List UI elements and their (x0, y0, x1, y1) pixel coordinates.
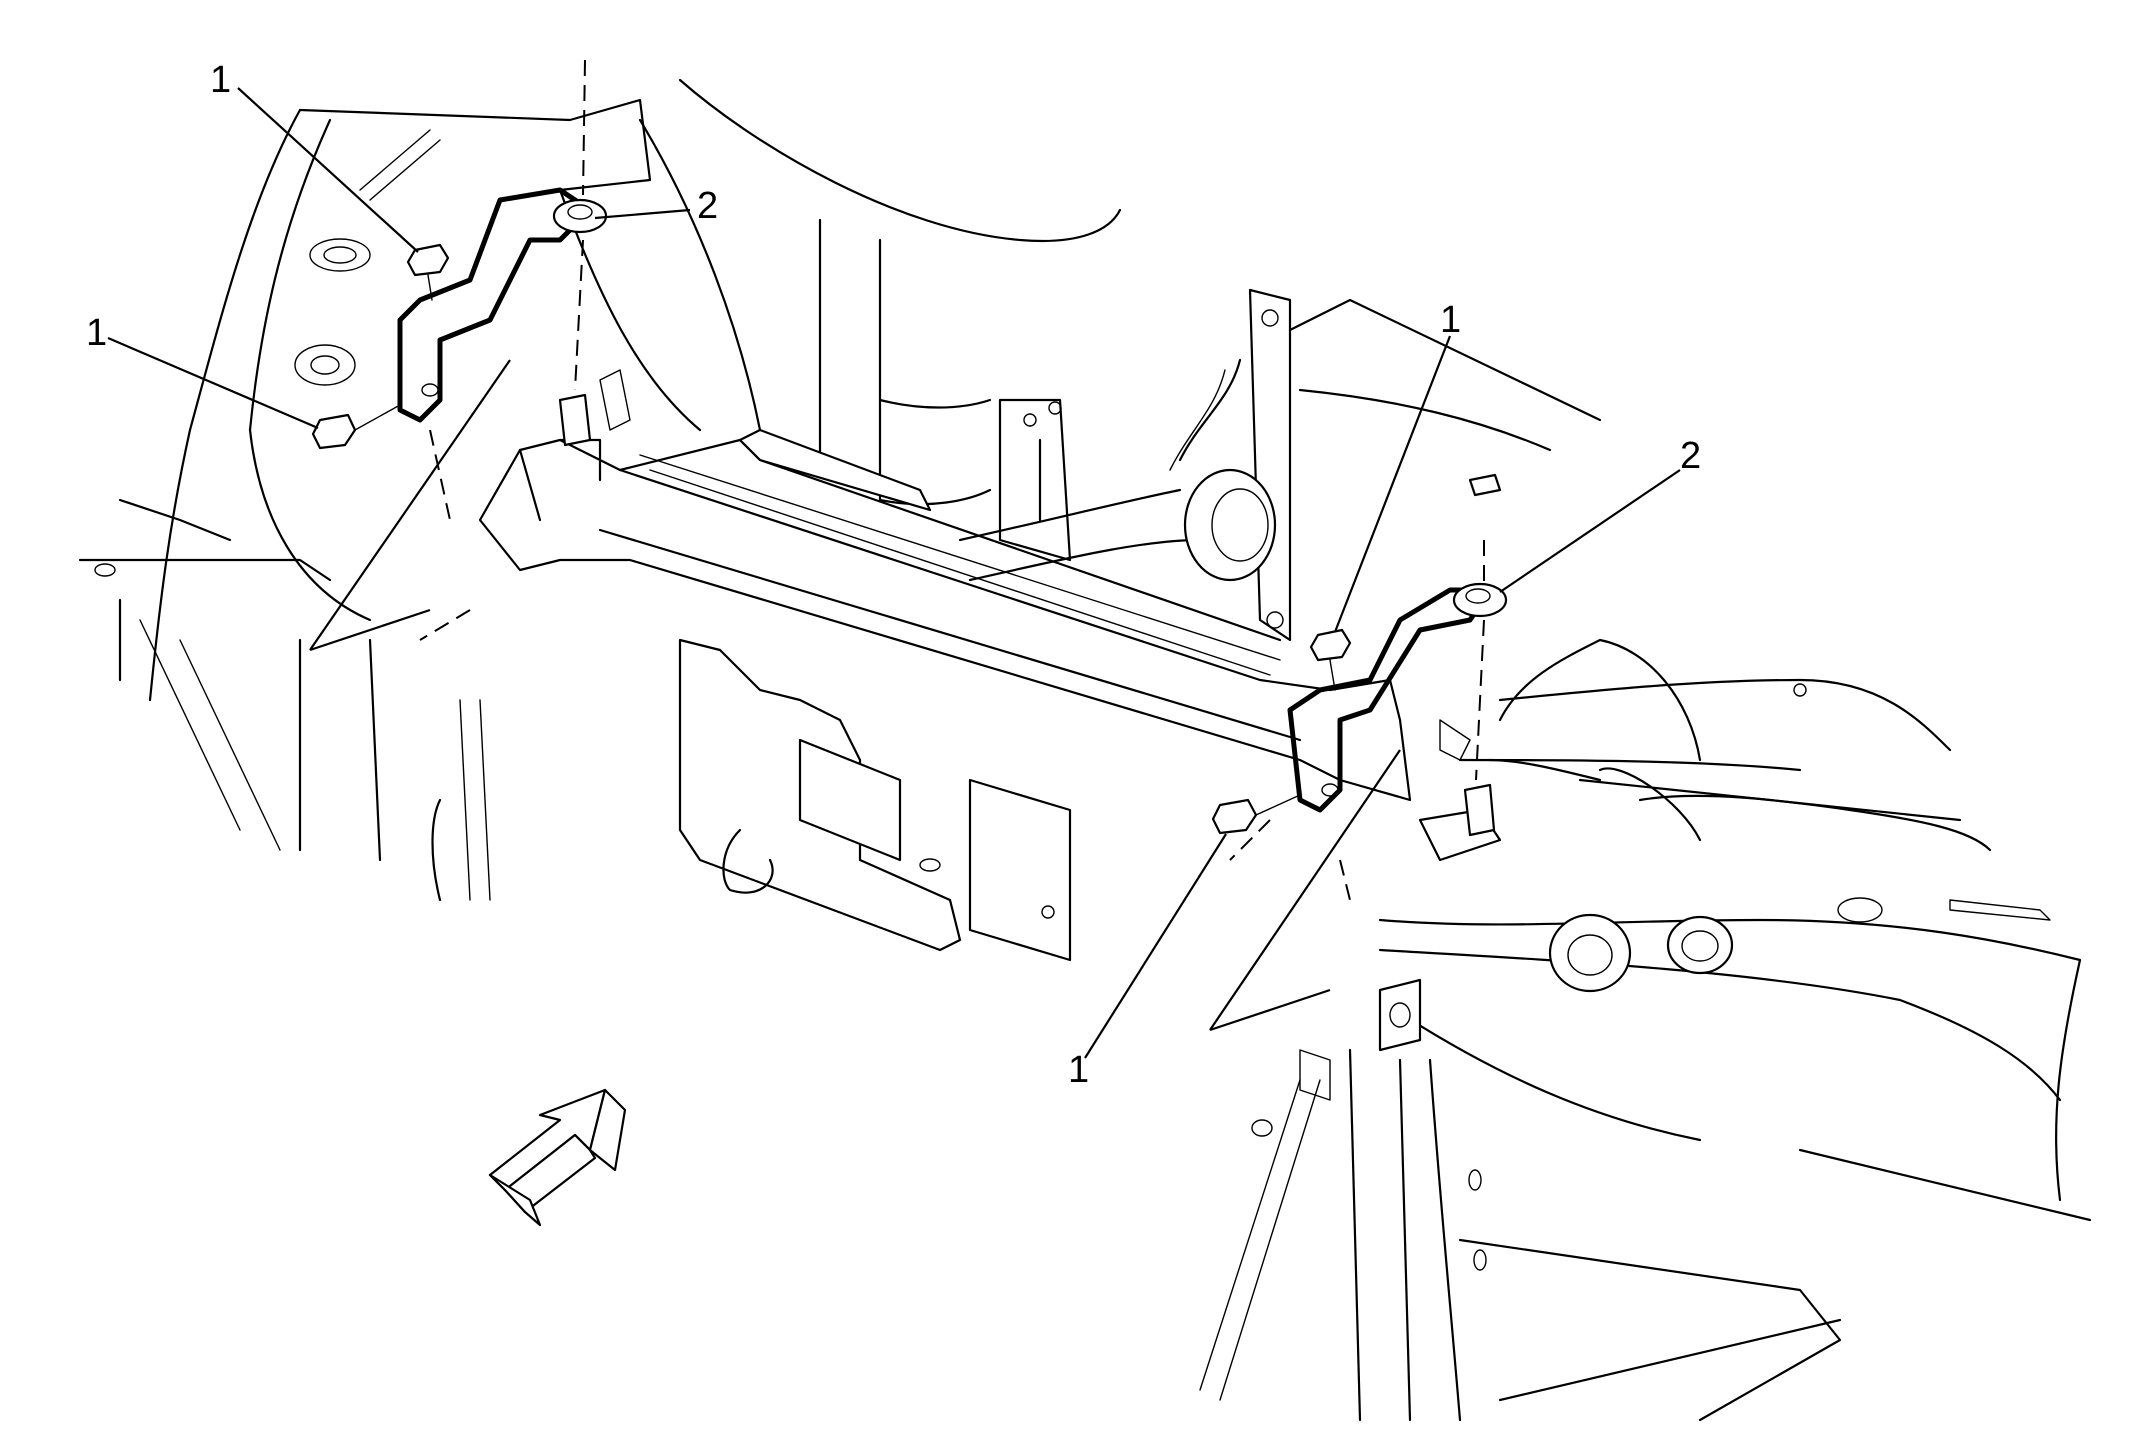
left-stud-guide (574, 59, 586, 391)
lower-plates (678, 638, 1072, 962)
left-explode-lines (309, 359, 511, 652)
center-upper-structure (638, 78, 1602, 642)
right-lower-bolt (1211, 794, 1301, 835)
left-lower-bolt (311, 404, 401, 450)
left-bolt-clip (599, 369, 631, 431)
right-fender-structure (1199, 638, 2092, 1422)
right-upper-bolt (1309, 628, 1352, 691)
center-hose (958, 358, 1277, 582)
callout-left-bolt-upper: 1 (210, 59, 231, 101)
crossmember (478, 428, 1412, 802)
callout-right-bolt-upper: 1 (1440, 299, 1461, 341)
left-mounting-bracket (397, 187, 608, 423)
callout-right-bolt-lower: 1 (1068, 1049, 1089, 1091)
right-support (1378, 719, 1702, 1052)
right-explode-lines (1209, 749, 1401, 1032)
front-direction-arrow (488, 1088, 627, 1227)
callout-right-bracket: 2 (1680, 435, 1701, 477)
callout-leaders (107, 87, 1681, 1059)
left-stud (558, 393, 592, 447)
right-stud-guide (1475, 540, 1485, 781)
right-top-fastener (1468, 473, 1502, 497)
right-stud (1463, 783, 1496, 837)
right-mounting-bracket (1287, 582, 1508, 813)
callout-left-bracket: 2 (697, 185, 718, 227)
left-upper-bolt (406, 243, 450, 301)
callout-left-bolt-lower: 1 (86, 312, 107, 354)
